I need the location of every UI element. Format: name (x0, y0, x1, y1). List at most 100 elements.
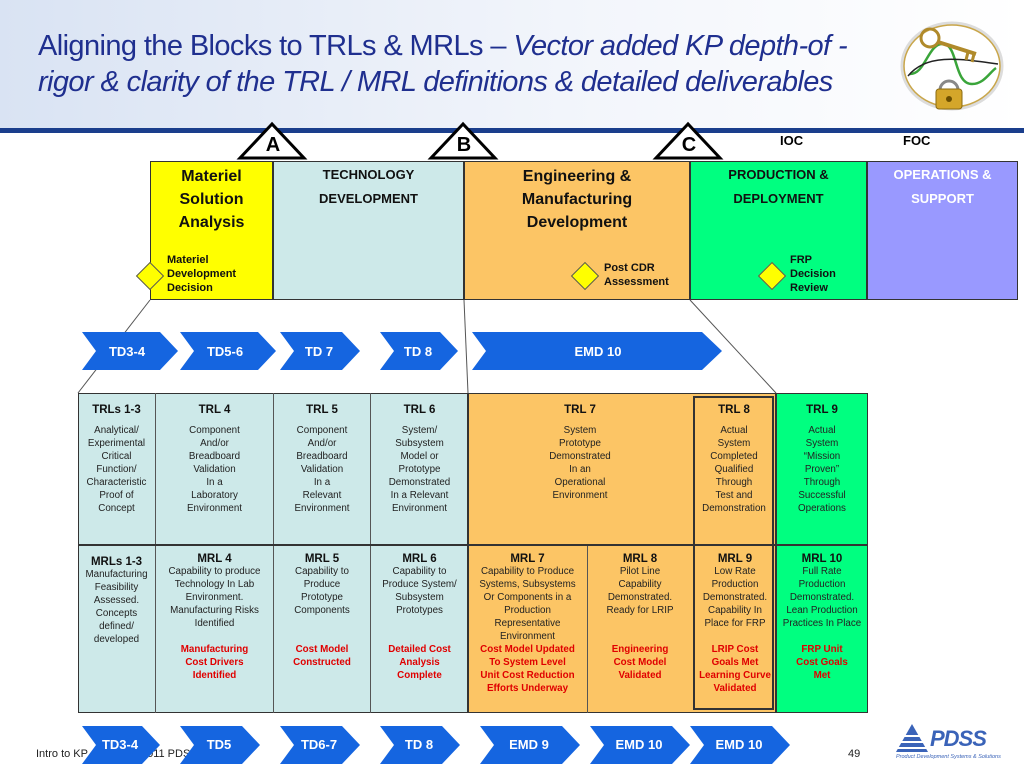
column-divider (155, 393, 156, 713)
page-number: 49 (848, 748, 861, 760)
marker-b-triangle (427, 121, 499, 160)
header-background (0, 0, 1024, 128)
trl-description: System/ Subsystem Model or Prototype Dem… (388, 425, 451, 514)
milestone-markers (236, 121, 724, 160)
mrl-heading: MRL 9 (717, 553, 753, 565)
chevron-td6-7 (280, 726, 360, 764)
mrl-description: Capability to Produce Systems, Subsystem… (479, 566, 576, 642)
chevron-td3-4 (82, 332, 178, 370)
mrl-cell-8: MRL 8 Pilot Line Capability Demonstrated… (588, 553, 692, 682)
chevron-label: EMD 10 (615, 737, 663, 752)
marker-a-label: A (265, 134, 281, 156)
row-divider (78, 544, 868, 546)
pdss-pyramid-icon (890, 724, 928, 752)
pdss-brand: PDSS (930, 726, 987, 751)
trl8-mrl9-outline (693, 396, 774, 710)
milestone-post-cdr-label: Post CDR Assessment (604, 262, 669, 288)
mrl-description: Full Rate Production Demonstrated. Lean … (782, 566, 862, 629)
mrl-deliverable: Engineering Cost Model Validated (611, 644, 669, 681)
marker-c-label: C (681, 134, 697, 156)
chevron-td5-6 (180, 332, 276, 370)
chevron-emd10 (472, 332, 722, 370)
key-logo-icon (896, 14, 1008, 118)
phase-label: Materiel Solution Analysis (178, 168, 245, 231)
trl-description: Component And/or Breadboard Validation I… (187, 425, 242, 514)
chevron-td8 (380, 726, 460, 764)
mrl-description: Capability to Produce Prototype Componen… (294, 566, 350, 616)
phase-label: PRODUCTION & DEPLOYMENT (728, 167, 829, 206)
mrl-heading: MRL 10 (801, 553, 843, 565)
chevron-label: TD3-4 (108, 344, 146, 359)
ioc-label: IOC (780, 133, 804, 148)
chevron-emd10 (690, 726, 790, 764)
mrl-cell-4: MRL 4 Capability to produce Technology I… (156, 553, 273, 682)
marker-a-triangle (236, 121, 308, 160)
trl-heading: TRLs 1-3 (92, 404, 141, 416)
mrl-heading: MRL 8 (622, 553, 658, 565)
trl-heading: TRL 8 (718, 404, 750, 416)
slide-title-line-2: rigor & clarity of the TRL / MRL definit… (38, 66, 833, 98)
chevron-label: TD5 (206, 737, 232, 752)
trl-description: Analytical/ Experimental Critical Functi… (86, 425, 147, 514)
phase-label: OPERATIONS & SUPPORT (893, 167, 992, 206)
mrl-description: Capability to produce Technology In Lab … (168, 566, 261, 629)
mrl-description: Pilot Line Capability Demonstrated. Read… (606, 566, 674, 616)
phase-operations-support: OPERATIONS & SUPPORT (867, 161, 1018, 300)
chevron-td7 (280, 332, 360, 370)
chevron-emd9 (480, 726, 580, 764)
mrl-heading: MRL 4 (197, 553, 232, 565)
pdss-logo: PDSS Product Development Systems & Solut… (890, 718, 1020, 766)
chevron-td3-4 (82, 726, 160, 764)
chevron-label: TD5-6 (206, 344, 244, 359)
trl-description: Component And/or Breadboard Validation I… (294, 425, 350, 514)
mrl-description: Capability to Produce System/ Subsystem … (382, 566, 457, 616)
foc-label: FOC (903, 133, 931, 148)
mrl-cell-5: MRL 5 Capability to Produce Prototype Co… (274, 553, 370, 669)
trl-heading: TRL 7 (564, 404, 596, 416)
chevron-label: EMD 10 (715, 737, 763, 752)
column-divider (370, 393, 371, 713)
trl-cell-5: TRL 5 Component And/or Breadboard Valida… (274, 404, 370, 515)
marker-b-label: B (456, 134, 472, 156)
phase-label: Engineering & Manufacturing Development (521, 168, 633, 231)
trl-description: Actual System “Mission Proven” Through S… (798, 425, 846, 514)
chevron-label: TD 8 (404, 737, 434, 752)
mrl-deliverable: FRP Unit Cost Goals Met (796, 644, 848, 681)
trl-description: Actual System Completed Qualified Throug… (702, 425, 766, 514)
chevron-label: TD6-7 (300, 737, 338, 752)
phase-technology-development: TECHNOLOGY DEVELOPMENT (273, 161, 464, 300)
chevron-label: TD 8 (403, 344, 433, 359)
slide-title-line-1: Aligning the Blocks to TRLs & MRLs – Vec… (38, 30, 848, 62)
emd-section-background (468, 393, 776, 713)
pdss-tagline: Product Development Systems & Solutions (896, 754, 1001, 760)
production-section-background (776, 393, 868, 713)
trl-cell-1-3: TRLs 1-3 Analytical/ Experimental Critic… (78, 404, 155, 515)
chevron-row-top (82, 332, 722, 370)
trl-description: System Prototype Demonstrated In an Oper… (549, 425, 611, 501)
mrl-heading: MRLs 1-3 (90, 556, 143, 568)
mrl-heading: MRL 6 (402, 553, 437, 565)
trl-cell-6: TRL 6 System/ Subsystem Model or Prototy… (371, 404, 468, 515)
mrl-cell-9: MRL 9 Low Rate Production Demonstrated. … (694, 553, 776, 695)
milestone-mdd-label: Materiel Development Decision (167, 254, 237, 294)
mrl-deliverable: Detailed Cost Analysis Complete (388, 644, 451, 681)
trl-heading: TRL 5 (306, 404, 338, 416)
chevron-label: TD 7 (304, 344, 334, 359)
phase-materiel-solution-analysis: Materiel Solution Analysis (150, 161, 273, 300)
mrl-deliverable: LRIP Cost Goals Met Learning Curve Valid… (699, 644, 771, 694)
mrl-heading: MRL 7 (510, 553, 545, 565)
trl-heading: TRL 6 (403, 404, 436, 416)
milestone-frp-label: FRP Decision Review (790, 254, 836, 294)
mrl-deliverable: Cost Model Constructed (293, 644, 351, 668)
mrl-cell-1-3: MRLs 1-3 Manufacturing Feasibility Asses… (78, 556, 155, 646)
chevron-row-bottom (82, 726, 790, 764)
trl-cell-9: TRL 9 Actual System “Mission Proven” Thr… (776, 404, 868, 515)
mrl-deliverable: Cost Model Updated To System Level Unit … (480, 644, 575, 694)
trl-cell-7: TRL 7 System Prototype Demonstrated In a… (468, 404, 692, 502)
trl-cell-4: TRL 4 Component And/or Breadboard Valida… (156, 404, 273, 515)
mrl-description: Low Rate Production Demonstrated. Capabi… (702, 566, 768, 629)
trl-heading: TRL 4 (198, 404, 231, 416)
mrl-cell-6: MRL 6 Capability to Produce System/ Subs… (371, 553, 468, 682)
header-rule (0, 128, 1024, 133)
chevron-label: EMD 10 (574, 344, 622, 359)
